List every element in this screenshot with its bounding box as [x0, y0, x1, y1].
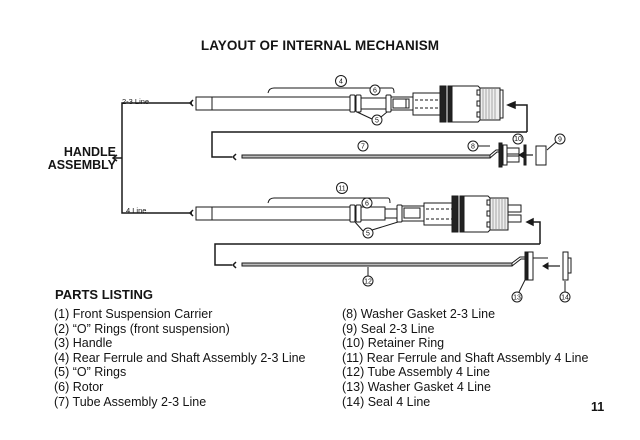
svg-text:5: 5	[375, 118, 379, 125]
callout-12: 12	[362, 267, 374, 287]
callout-5-upper: 5	[356, 111, 388, 126]
part-item: (3) Handle	[54, 336, 113, 351]
svg-text:7: 7	[361, 144, 365, 151]
svg-text:6: 6	[365, 201, 369, 208]
svg-text:9: 9	[558, 137, 562, 144]
svg-text:5: 5	[366, 231, 370, 238]
part-item: (6) Rotor	[54, 379, 104, 394]
callout-6-lower: 6	[361, 197, 373, 209]
svg-text:12: 12	[364, 279, 372, 286]
page-title: LAYOUT OF INTERNAL MECHANISM	[200, 38, 440, 53]
parts-list-left: (1) Front Suspension Carrier (2) “O” Rin…	[54, 307, 306, 409]
svg-text:13: 13	[513, 295, 521, 302]
part-item: (4) Rear Ferrule and Shaft Assembly 2-3 …	[54, 350, 306, 365]
part-item: (7) Tube Assembly 2-3 Line	[54, 394, 207, 409]
callout-5-lower: 5	[354, 221, 399, 239]
part-item: (13) Washer Gasket 4 Line	[342, 379, 491, 394]
parts-listing-heading: PARTS LISTING	[55, 287, 153, 302]
parts-list-right: (8) Washer Gasket 2-3 Line (9) Seal 2-3 …	[342, 307, 588, 409]
part-item: (9) Seal 2-3 Line	[342, 321, 435, 336]
svg-text:14: 14	[561, 295, 569, 302]
line-label-2-3: 2-3 Line	[122, 97, 150, 106]
handle-connector	[111, 99, 194, 217]
callout-11: 11	[336, 182, 348, 194]
callout-7: 7	[357, 140, 369, 152]
svg-text:10: 10	[514, 136, 522, 143]
tube-assembly-2-3-line	[211, 131, 547, 168]
part-item: (8) Washer Gasket 2-3 Line	[342, 307, 496, 321]
callout-8: 8	[467, 140, 490, 152]
callout-6-upper: 6	[369, 84, 381, 96]
callouts: 4 6 5 7 8 10 9 11 6 5 12 13 14	[335, 75, 571, 303]
svg-text:8: 8	[471, 144, 475, 151]
bracket-part-11	[267, 197, 391, 204]
callout-9: 9	[546, 133, 566, 151]
part-item: (2) “O” Rings (front suspension)	[54, 321, 230, 336]
part-item: (10) Retainer Ring	[342, 336, 445, 351]
svg-text:4: 4	[339, 79, 343, 86]
part-item: (14) Seal 4 Line	[342, 394, 431, 409]
handle-assembly-label: HANDLE ASSEMBLY	[44, 146, 116, 172]
line-label-4: 4 Line	[126, 206, 147, 215]
callout-4: 4	[335, 75, 347, 87]
callout-14: 14	[559, 281, 571, 303]
svg-text:11: 11	[338, 186, 345, 193]
shaft-assembly-4-line	[195, 195, 522, 233]
page-number: 11	[591, 400, 605, 414]
callout-10: 10	[512, 133, 524, 145]
insert-arrow-upper	[506, 100, 528, 132]
part-item: (1) Front Suspension Carrier	[54, 307, 213, 321]
bracket-part-4	[267, 87, 395, 94]
tube-assembly-4-line	[214, 243, 572, 281]
insert-arrow-lower	[525, 217, 541, 244]
callout-13: 13	[511, 279, 526, 303]
handle-label-line-2: ASSEMBLY	[47, 158, 116, 172]
part-item: (11) Rear Ferrule and Shaft Assembly 4 L…	[342, 350, 589, 365]
part-item: (12) Tube Assembly 4 Line	[342, 365, 490, 380]
shaft-assembly-2-3-line	[195, 85, 504, 123]
handle-label-line-1: HANDLE	[63, 145, 116, 159]
svg-text:6: 6	[373, 88, 377, 95]
part-item: (5) “O” Rings	[54, 365, 127, 380]
